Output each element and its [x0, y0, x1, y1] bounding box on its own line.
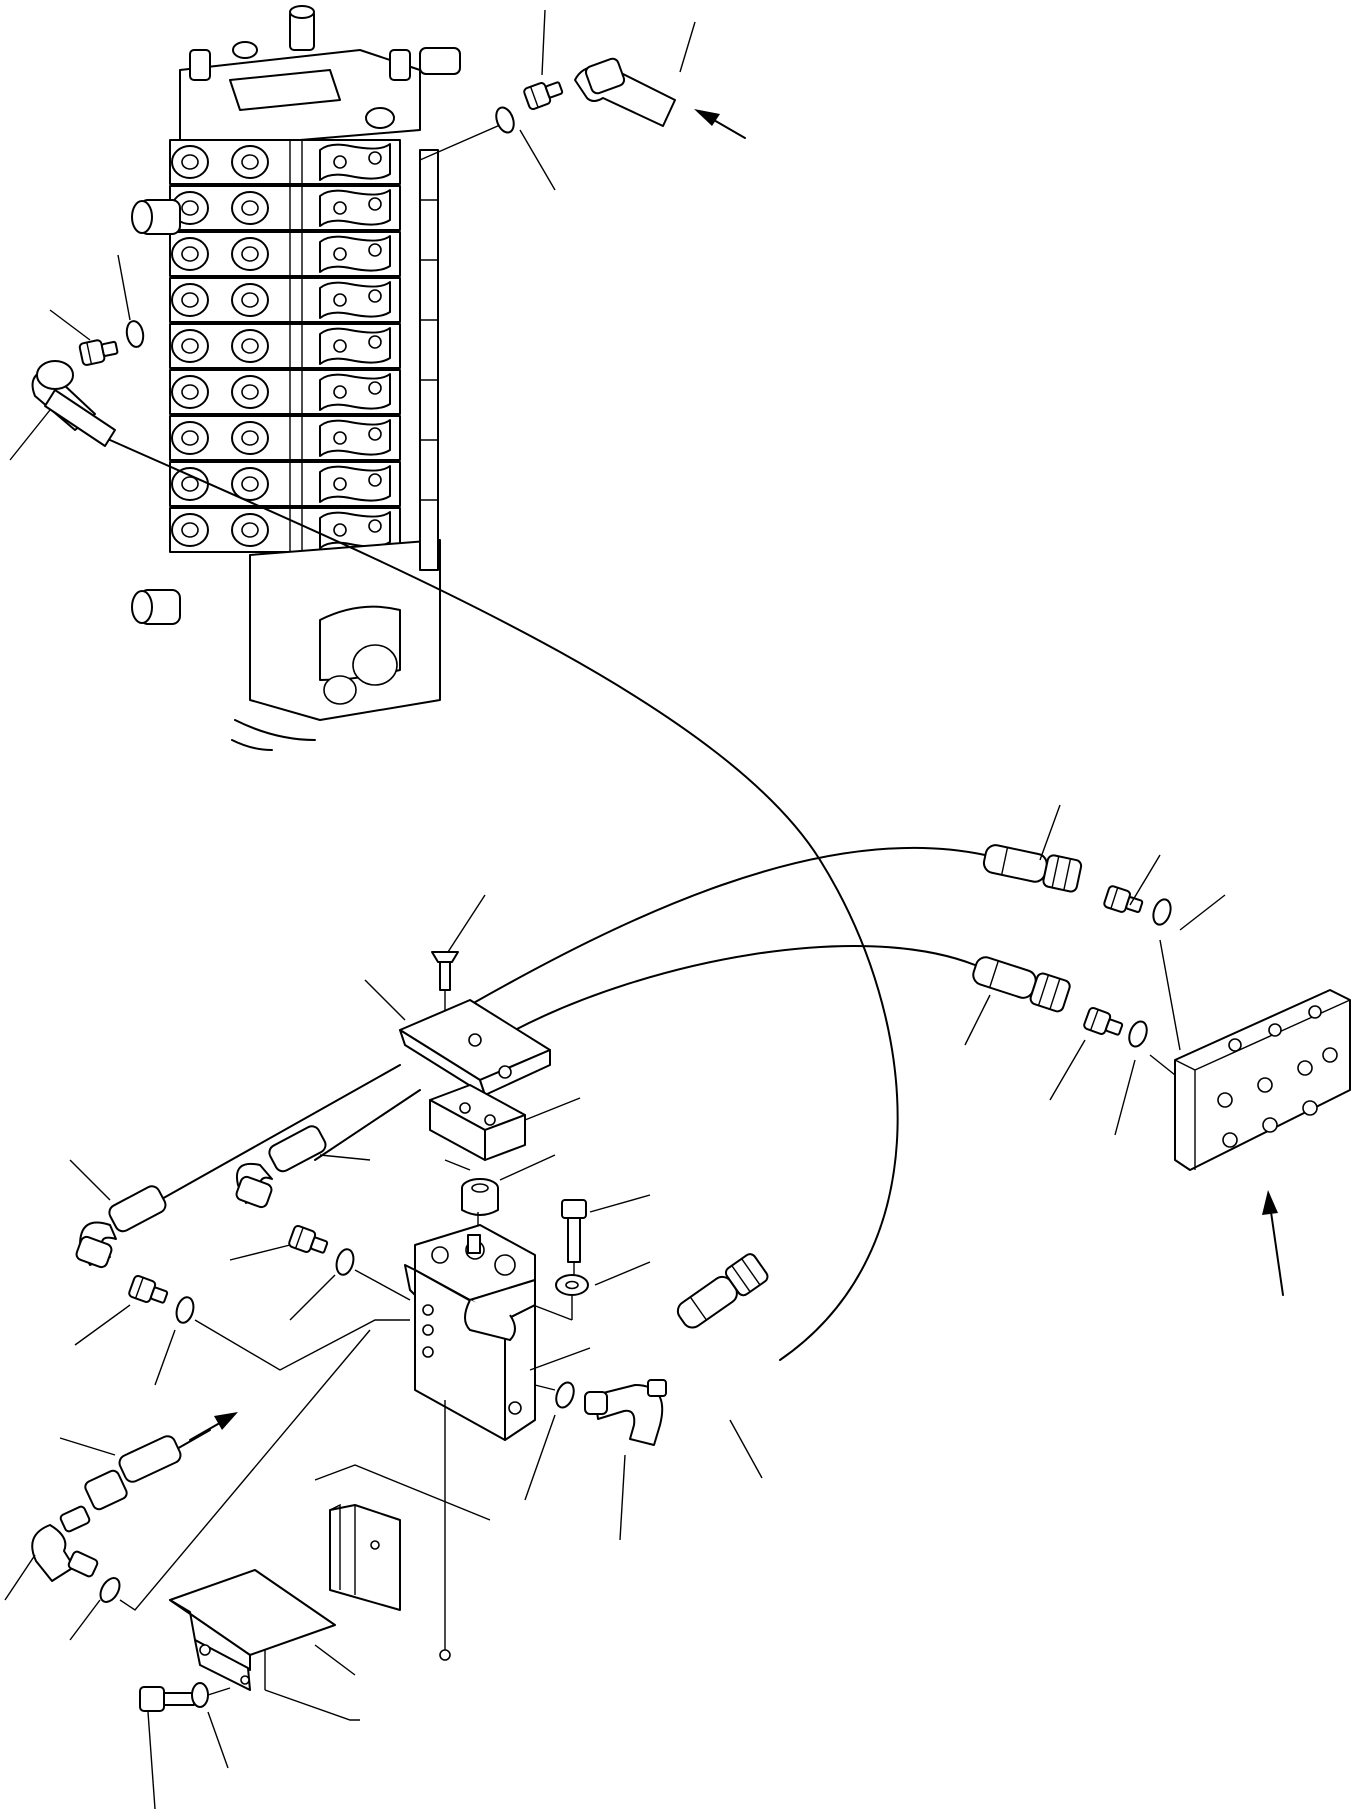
- screw: [431, 951, 459, 1015]
- lower-bracket: [169, 1569, 336, 1691]
- hose-right-lower: [514, 944, 1151, 1050]
- base-plate: [264, 1464, 491, 1721]
- hose-left-upper: [31, 318, 899, 1361]
- hose-center: [235, 1089, 421, 1301]
- spacer-block: [429, 1084, 526, 1171]
- junction-block: [1149, 939, 1351, 1296]
- bracket-plate: [399, 999, 551, 1096]
- hose-top: [419, 57, 746, 161]
- bolt: [561, 1199, 587, 1285]
- callout-leaders: [4, 9, 1226, 1809]
- bolt-lower: [139, 1682, 231, 1712]
- control-valve-block: [131, 5, 461, 751]
- elbow: [584, 1379, 667, 1446]
- hose-left-middle: [75, 1064, 410, 1371]
- hose-left-lower: [31, 1329, 371, 1611]
- collar: [461, 1178, 499, 1245]
- hose-right-upper: [469, 840, 1175, 1006]
- pressure-switch-block: [404, 1224, 536, 1661]
- hose-bottom-right: [534, 1250, 771, 1411]
